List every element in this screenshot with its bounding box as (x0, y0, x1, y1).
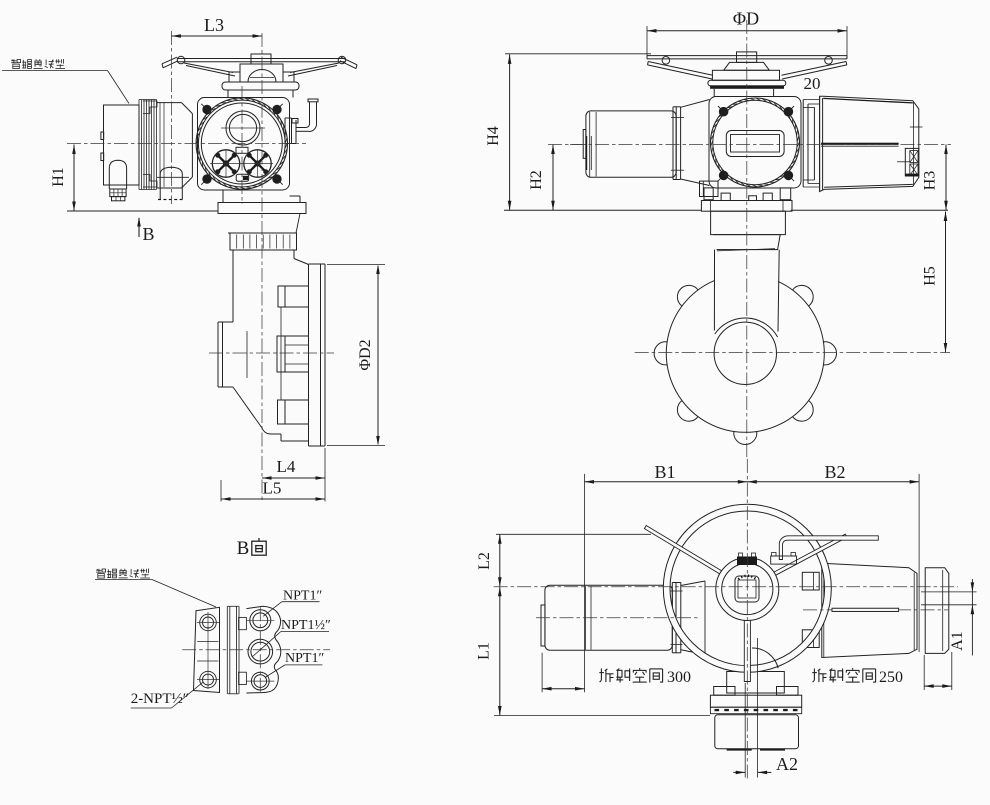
svg-text:A2: A2 (776, 754, 798, 774)
svg-text:B2: B2 (824, 462, 845, 482)
svg-text:L5: L5 (263, 479, 282, 498)
svg-text:ΦD: ΦD (733, 9, 759, 29)
svg-text:H1: H1 (50, 167, 67, 187)
svg-text:L4: L4 (277, 457, 296, 476)
svg-text:A1: A1 (949, 631, 966, 651)
svg-text:H2: H2 (528, 170, 545, 190)
svg-text:L1: L1 (476, 642, 493, 660)
svg-text:2-NPT½″: 2-NPT½″ (131, 691, 189, 707)
svg-text:L3: L3 (204, 15, 224, 35)
svg-text:L2: L2 (476, 552, 493, 570)
svg-text:NPT1″: NPT1″ (285, 651, 324, 666)
svg-text:H5: H5 (922, 266, 939, 286)
svg-text:300: 300 (667, 669, 691, 686)
svg-text:NPT1″: NPT1″ (283, 589, 322, 604)
svg-text:NPT1½″: NPT1½″ (281, 618, 331, 633)
svg-text:B: B (142, 224, 154, 244)
svg-text:H3: H3 (922, 171, 939, 191)
svg-text:H4: H4 (485, 126, 502, 146)
svg-text:ΦD2: ΦD2 (357, 339, 374, 370)
svg-text:20: 20 (804, 74, 821, 93)
svg-text:B: B (237, 538, 250, 559)
svg-text:B1: B1 (654, 462, 675, 482)
svg-text:250: 250 (879, 669, 903, 686)
